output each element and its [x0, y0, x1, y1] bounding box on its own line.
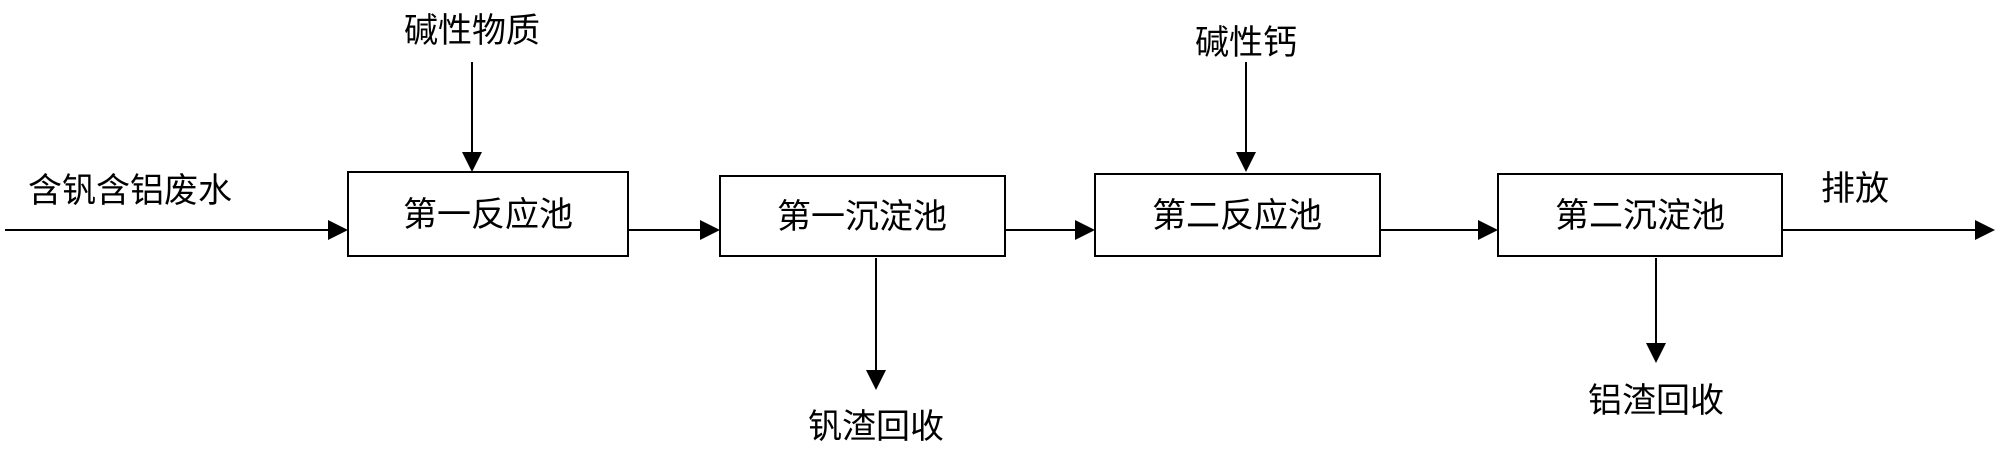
arrow-head-alkaline-substance	[462, 152, 482, 172]
arrow-head-inlet	[328, 220, 348, 240]
arrow-head-alkaline-calcium	[1236, 152, 1256, 172]
arrow-head-to-settling2	[1478, 220, 1498, 240]
first-reaction-tank-label: 第一反应池	[403, 195, 573, 235]
arrow-head-to-settling1	[700, 220, 720, 240]
alkaline-calcium-label: 碱性钙	[1195, 23, 1297, 63]
first-settling-tank-box	[719, 175, 1006, 257]
alkaline-substance-label: 碱性物质	[404, 11, 540, 51]
first-reaction-tank-box	[347, 171, 629, 257]
wastewater-inlet-label: 含钒含铝废水	[28, 171, 232, 211]
second-settling-tank-box	[1497, 173, 1783, 257]
aluminum-residue-recovery-label: 铝渣回收	[1588, 381, 1724, 421]
discharge-label: 排放	[1821, 169, 1889, 209]
arrow-head-to-reaction2	[1075, 220, 1095, 240]
second-settling-tank-label: 第二沉淀池	[1555, 196, 1725, 236]
second-reaction-tank-box	[1094, 173, 1381, 257]
vanadium-residue-recovery-label: 钒渣回收	[808, 407, 944, 447]
arrow-head-vanadium-residue	[866, 370, 886, 390]
first-settling-tank-label: 第一沉淀池	[777, 197, 947, 237]
second-reaction-tank-label: 第二反应池	[1152, 196, 1322, 236]
arrow-head-aluminum-residue	[1646, 343, 1666, 363]
arrow-head-discharge	[1975, 220, 1995, 240]
